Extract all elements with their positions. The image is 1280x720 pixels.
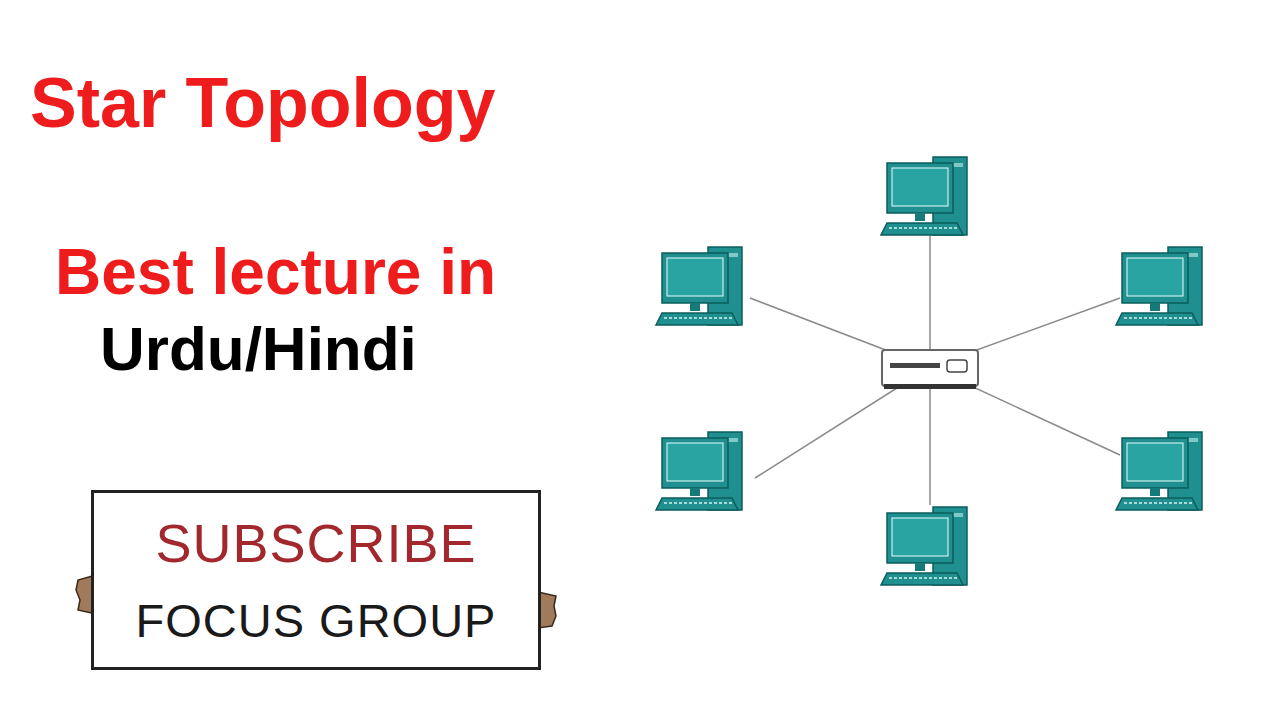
subtitle-text: Best lecture in	[55, 240, 496, 304]
hub-switch	[882, 350, 978, 389]
sign-text: SUBSCRIBE	[155, 516, 476, 570]
subtitle-text: Urdu/Hindi	[100, 318, 417, 380]
subscribe-sign: SUBSCRIBE FOCUS GROUP	[91, 490, 541, 670]
sign-text: FOCUS GROUP	[136, 597, 497, 644]
network-cables	[750, 225, 1120, 505]
computer-icons	[656, 157, 1202, 585]
title: Star Topology	[30, 68, 495, 138]
